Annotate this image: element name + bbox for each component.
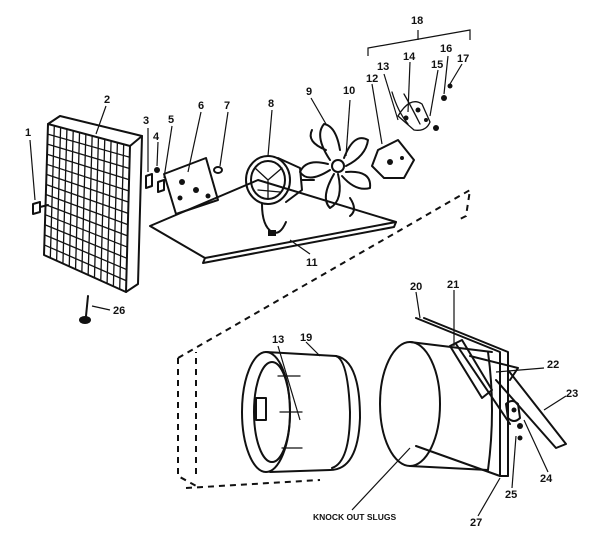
callout-2: 2: [104, 94, 110, 106]
callout-3: 3: [143, 115, 149, 127]
grille-bar-horizontal: [43, 244, 127, 282]
grille-bar-horizontal: [45, 183, 129, 215]
motor-mount-plate: [149, 179, 397, 264]
callout-26: 26: [113, 305, 125, 317]
callout-11: 11: [306, 257, 318, 269]
callout-13-top: 13: [377, 61, 389, 73]
callout-15: 15: [431, 59, 443, 71]
callout-19: 19: [300, 332, 312, 344]
fan-blade-9: [299, 123, 372, 217]
duct-20: [379, 317, 509, 477]
fasteners: [145, 166, 223, 193]
callout-8: 8: [268, 98, 274, 110]
callout-27: 27: [470, 517, 482, 529]
grille-bar-horizontal: [44, 203, 129, 237]
housing-outline: [177, 188, 472, 489]
handle-26: [79, 295, 91, 324]
callout-7: 7: [224, 100, 230, 112]
motor-8: [245, 155, 315, 236]
grille-bar-vertical: [112, 141, 119, 287]
grille-bar-horizontal: [46, 153, 130, 181]
collar-ring-19: [241, 351, 361, 473]
callout-bracket-18: [367, 29, 471, 56]
bracket-6: [163, 157, 219, 215]
grille-bar-vertical: [106, 140, 112, 285]
callout-5: 5: [168, 114, 174, 126]
callout-6: 6: [198, 100, 204, 112]
callout-25: 25: [505, 489, 517, 501]
callout-10: 10: [343, 85, 355, 97]
callout-13-ring: 13: [272, 334, 284, 346]
callout-23: 23: [566, 388, 578, 400]
grille-bar-vertical: [119, 143, 125, 290]
callout-17: 17: [457, 53, 469, 65]
screw-1: [32, 201, 49, 215]
grille-bar-vertical: [87, 135, 93, 276]
callout-18: 18: [411, 15, 423, 27]
callout-12: 12: [366, 73, 378, 85]
grille-bar-horizontal: [44, 224, 128, 259]
grille-bar-vertical: [62, 128, 68, 265]
grille-bar-horizontal: [43, 234, 128, 271]
grille-bar-vertical: [93, 136, 100, 279]
callout-9: 9: [306, 86, 312, 98]
callout-24: 24: [540, 473, 553, 485]
callout-16: 16: [440, 43, 452, 55]
grille-bar-vertical: [49, 125, 55, 259]
callout-22: 22: [547, 359, 559, 371]
callout-21: 21: [447, 279, 459, 291]
grille-bar-horizontal: [45, 173, 130, 203]
grille-bar-horizontal: [46, 163, 130, 192]
grille-bar-horizontal: [47, 133, 131, 158]
callout-14: 14: [403, 51, 416, 63]
grille-bar-vertical: [55, 126, 62, 262]
callout-1: 1: [25, 127, 31, 139]
grille-bar-vertical: [81, 133, 87, 273]
caption-knock-out-slugs: KNOCK OUT SLUGS: [313, 512, 396, 522]
grille-bar-vertical: [74, 131, 81, 270]
grille: [43, 115, 143, 293]
callout-labels: 1 2 3 4 5 6 7 8 9 10 11 12 13 13 14 15 1…: [25, 15, 578, 529]
callout-20: 20: [410, 281, 422, 293]
grille-bar-vertical: [100, 138, 106, 282]
grille-bar-horizontal: [44, 214, 128, 248]
leader-lines: [29, 55, 567, 517]
damper-assembly: [449, 339, 567, 449]
grille-bar-horizontal: [45, 193, 129, 226]
callout-4: 4: [153, 131, 160, 143]
grille-bar-horizontal: [46, 143, 131, 170]
grille-bar-vertical: [68, 130, 74, 268]
control-switch-assembly: [371, 83, 453, 179]
